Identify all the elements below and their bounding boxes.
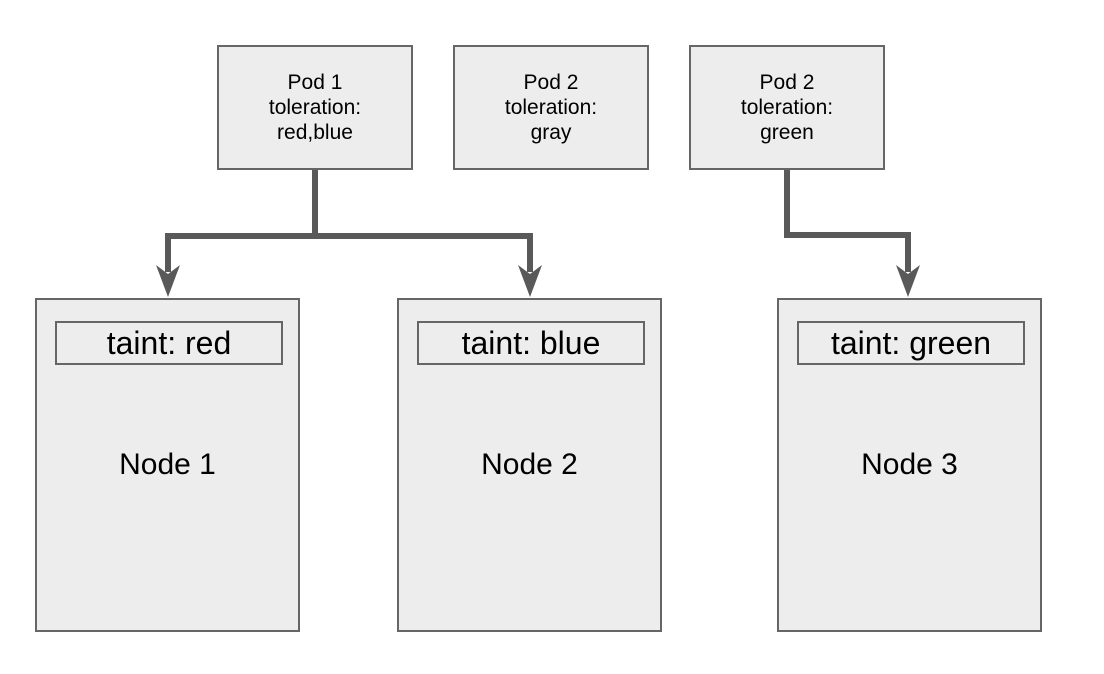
pod-title: Pod 2 bbox=[759, 71, 815, 94]
pod-box-1: Pod 1 toleration: red,blue bbox=[217, 45, 413, 170]
pod-toleration-value: red,blue bbox=[277, 121, 353, 144]
pod-box-2: Pod 2 toleration: gray bbox=[453, 45, 649, 170]
arrow-pod2green-to-node3 bbox=[784, 170, 920, 297]
node-label: Node 2 bbox=[481, 448, 578, 481]
taint-badge: taint: blue bbox=[417, 321, 645, 365]
node-box-2: taint: blue Node 2 bbox=[397, 298, 662, 632]
arrowhead-node2 bbox=[518, 265, 542, 297]
pod-toleration-label: toleration: bbox=[268, 96, 362, 119]
node-label: Node 3 bbox=[861, 448, 958, 481]
pod-toleration-label: toleration: bbox=[504, 96, 598, 119]
arrowhead-node3 bbox=[896, 265, 920, 297]
arrow-pod1-to-node1-and-node2 bbox=[156, 170, 542, 297]
pod-title: Pod 2 bbox=[523, 71, 579, 94]
taint-badge: taint: green bbox=[797, 321, 1025, 365]
arrowhead-node1 bbox=[156, 265, 180, 297]
node-label: Node 1 bbox=[119, 448, 216, 481]
pod-title: Pod 1 bbox=[287, 71, 343, 94]
pod-toleration-value: green bbox=[760, 121, 814, 144]
taint-badge: taint: red bbox=[55, 321, 283, 365]
node-box-1: taint: red Node 1 bbox=[35, 298, 300, 632]
node-box-3: taint: green Node 3 bbox=[777, 298, 1042, 632]
pod-toleration-value: gray bbox=[530, 121, 572, 144]
pod-toleration-label: toleration: bbox=[740, 96, 834, 119]
pod-box-3: Pod 2 toleration: green bbox=[689, 45, 885, 170]
